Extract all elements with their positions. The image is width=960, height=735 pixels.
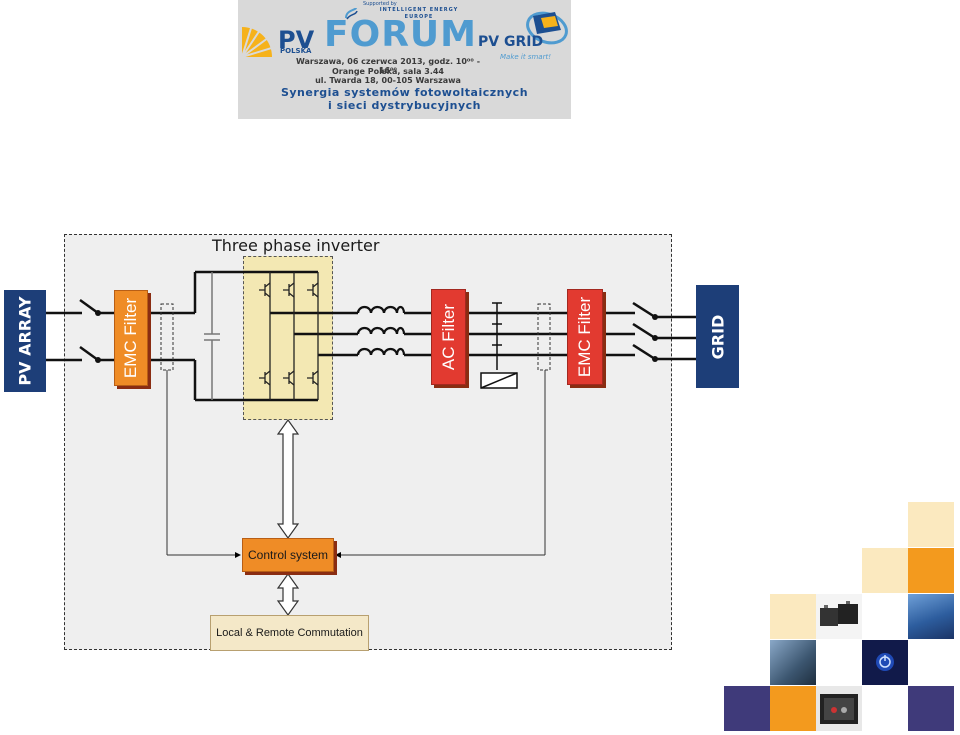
pv-array-label: PV ARRAY [15,296,35,386]
pv-logo-text: PV [278,26,315,54]
power-button-icon [876,653,894,671]
grid-block: GRID [696,285,739,388]
tile-meter-case-photo [816,686,862,731]
tile-batteries-photo [816,594,862,639]
control-system-block: Control system [242,538,334,572]
forum-title: FORUM [324,14,477,55]
polska-logo-text: POLSKA [280,47,312,55]
tile-cream [770,594,816,639]
commutation-block: Local & Remote Commutation [210,615,369,651]
event-address: ul. Twarda 18, 00-105 Warszawa [315,76,461,85]
synergia-line-1: Synergia systemów fotowoltaicznych [280,86,529,99]
tile-cream [908,502,954,547]
tile-purple [724,686,770,731]
tile-glass-roof-photo [770,640,816,685]
emc-filter-output-block: EMC Filter [567,289,603,385]
pv-grid-logo-icon [526,11,568,45]
inverter-title: Three phase inverter [212,236,380,255]
ac-filter-label: AC Filter [438,303,458,371]
pv-sun-logo-icon [242,25,275,57]
tile-white [816,640,862,685]
tile-white [908,640,954,685]
tile-purple [908,686,954,731]
tile-white [862,686,908,731]
grid-label: GRID [708,314,727,359]
tile-orange [908,548,954,593]
tile-cream [862,548,908,593]
iee-line-1: INTELLIGENT ENERGY [379,7,459,13]
meter-case-icon [820,694,858,724]
event-date: Warszawa, 06 czerwca 2013, godz. 10⁰⁰ - … [295,57,481,75]
tile-solar-panels-photo [908,594,954,639]
emc-filter-output-label: EMC Filter [575,296,594,378]
pv-array-block: PV ARRAY [4,290,46,392]
ac-filter-block: AC Filter [431,289,466,385]
tile-white [862,594,908,639]
tile-power-button-photo [862,640,908,685]
synergia-line-2: i sieci dystrybucyjnych [328,99,481,112]
emc-filter-input-block: EMC Filter [114,290,148,386]
make-it-smart-text: Make it smart! [500,53,552,61]
iee-line-2: EUROPE [404,14,434,20]
emc-filter-input-label: EMC Filter [121,297,140,379]
tile-orange [770,686,816,731]
pv-grid-logo-text: PV GRID [478,34,544,50]
event-venue: Orange Polska, sala 3.44 [331,67,444,76]
iee-swirl-icon [345,7,358,20]
supported-by-text: Supported by [363,1,397,7]
event-banner: PV POLSKA Supported by INTELLIGENT ENERG… [238,0,571,119]
batteries-icon [820,601,858,626]
